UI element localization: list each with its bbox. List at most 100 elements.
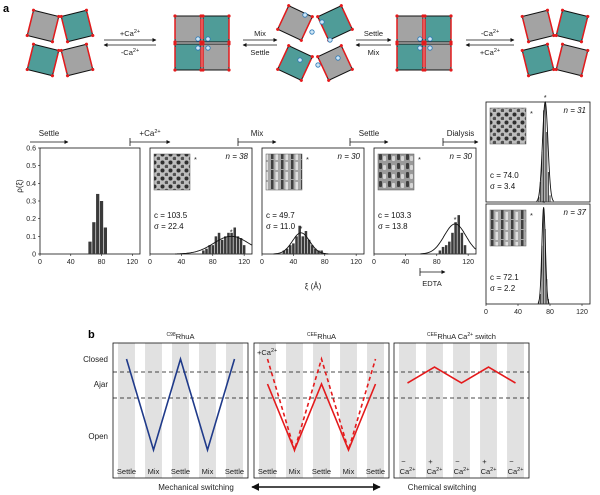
level-label: Open	[88, 432, 108, 441]
lattice-closed-1	[173, 14, 231, 72]
arrow-top-label: -Ca2+	[481, 29, 499, 38]
x-tick-label: 0	[372, 259, 376, 266]
histogram-bar	[304, 231, 308, 254]
stage-label: Settle	[39, 129, 60, 138]
stage-stripe	[172, 343, 189, 478]
lattice-open-right	[520, 8, 590, 78]
x-tick-label: 80	[321, 259, 329, 266]
x-tick-label: 120	[576, 309, 588, 316]
stage-step-label: Mix	[343, 467, 355, 476]
rhua-tetramer	[520, 42, 556, 78]
histogram-bar	[539, 182, 541, 202]
thumb-star: *	[418, 155, 421, 164]
x-tick-label: 80	[433, 259, 441, 266]
histogram-bar	[208, 245, 211, 254]
histogram-bar	[463, 245, 467, 254]
x-tick-label: 40	[514, 309, 522, 316]
fit-sigma: σ = 11.0	[266, 222, 296, 231]
calcium-ion-label: Ca2+	[508, 467, 524, 476]
histogram-bar	[451, 232, 454, 254]
histogram-bar	[444, 245, 448, 254]
calcium-sign: +	[482, 457, 487, 466]
chemical-switching-label: Chemical switching	[408, 483, 476, 492]
x-tick-label: 40	[401, 259, 409, 266]
calcium-sign: −	[401, 457, 406, 466]
histogram-bar	[88, 241, 92, 254]
switch-series-line	[407, 366, 516, 384]
x-tick-label: 40	[177, 259, 185, 266]
y-tick-label: 0.6	[26, 146, 36, 153]
n-count: n = 30	[338, 152, 361, 161]
x-tick-label: 80	[98, 259, 106, 266]
histogram-bar	[544, 229, 546, 304]
histogram-5: **n = 31c = 74.0σ = 3.4	[485, 93, 591, 203]
histogram-bar	[92, 222, 96, 254]
diagram-frame	[112, 342, 249, 479]
histogram-bar	[541, 245, 543, 304]
rhua-tetramer	[554, 42, 590, 78]
arrow-top-label: Mix	[254, 29, 266, 38]
stage-step-label: Settle	[258, 467, 277, 476]
stage-stripe	[199, 343, 216, 478]
calcium-ion	[319, 19, 325, 25]
stage-step-label: Settle	[312, 467, 331, 476]
thumb-star: *	[530, 109, 533, 118]
edta-label: EDTA	[422, 279, 441, 288]
diagram-frame	[393, 342, 530, 479]
histogram-bar	[217, 232, 221, 254]
histogram-bar	[96, 193, 100, 254]
histogram-bar	[549, 195, 551, 202]
n-count: n = 31	[564, 106, 586, 115]
rhua-tetramer	[276, 4, 314, 42]
diagram-frame	[253, 342, 390, 479]
tem-image	[489, 107, 527, 145]
x-tick-label: 80	[546, 309, 554, 316]
histogram-bar	[99, 201, 104, 254]
stage-step-label: Mix	[289, 467, 301, 476]
histogram-bar	[224, 236, 227, 254]
arrow-bottom-label: +Ca2+	[480, 48, 500, 57]
tem-image	[153, 153, 191, 191]
reaction-arrow: -Ca2+ +Ca2+	[465, 29, 515, 57]
stage-stripe	[480, 343, 497, 478]
stage-stripe	[426, 343, 443, 478]
x-tick-label: 0	[260, 259, 264, 266]
histogram-bar	[298, 225, 301, 254]
histogram-bar	[211, 245, 215, 254]
plot-frame	[39, 147, 141, 255]
stage-step-label: Settle	[171, 467, 190, 476]
calcium-ion-label: Ca2+	[481, 467, 497, 476]
histogram-bar	[438, 250, 442, 254]
switch-series-line	[266, 381, 377, 453]
stage-stripe	[367, 343, 384, 478]
arrow-bottom-label: -Ca2+	[121, 48, 139, 57]
mechanical-switching-label: Mechanical switching	[158, 483, 234, 492]
y-tick-label: 0.1	[26, 234, 36, 241]
calcium-ion-label: Ca2+	[427, 467, 443, 476]
lattice-mixed	[276, 4, 354, 82]
histogram-bar	[227, 232, 230, 254]
calcium-ion	[205, 36, 211, 42]
x-tick-label: 40	[67, 259, 75, 266]
x-tick-label: 120	[126, 259, 138, 266]
level-label: Ajar	[94, 380, 109, 389]
histogram-bar	[288, 245, 292, 254]
histogram-bar	[214, 236, 218, 254]
histogram-bar	[448, 241, 451, 254]
panel-a-label: a	[3, 3, 10, 15]
fit-sigma: σ = 2.2	[490, 284, 516, 293]
y-tick-label: 0	[32, 252, 36, 259]
histogram-bar	[202, 250, 205, 254]
rhua-tetramer	[423, 14, 453, 44]
histogram-bar	[538, 197, 540, 202]
rhua-tetramer	[59, 8, 95, 44]
histogram-bar	[320, 250, 323, 254]
histogram-bar	[441, 246, 445, 254]
x-tick-label: 0	[38, 259, 42, 266]
